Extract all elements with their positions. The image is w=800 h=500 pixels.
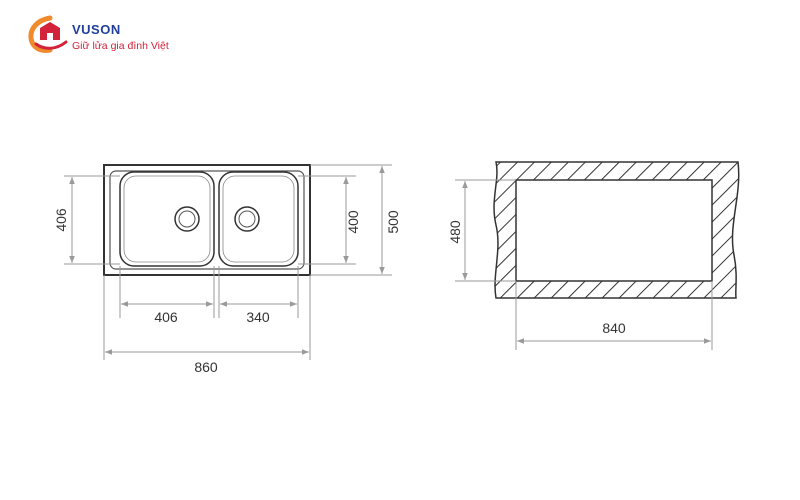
dim-bowl-height-right: 400	[345, 210, 361, 234]
logo-icon	[28, 15, 68, 53]
dim-width-total: 860	[194, 359, 218, 375]
dim-bowl-width-left: 406	[154, 309, 178, 325]
dim-cutout-height: 480	[447, 220, 463, 244]
cutout-extension-lines	[455, 179, 713, 350]
brand-name: VUSON	[72, 22, 121, 37]
sink-extension-lines	[64, 164, 392, 360]
brand-tagline: Giữ lửa gia đình Việt	[72, 40, 169, 52]
countertop-cutout	[493, 161, 740, 299]
sink-bowl-left	[119, 171, 215, 267]
dim-cutout-width: 840	[602, 320, 626, 336]
dim-bowl-width-right: 340	[246, 309, 270, 325]
sink-outline	[103, 164, 311, 276]
dim-bowl-height-left: 406	[53, 208, 69, 232]
sink-bowl-right	[218, 171, 299, 267]
dim-height-total: 500	[385, 210, 401, 234]
